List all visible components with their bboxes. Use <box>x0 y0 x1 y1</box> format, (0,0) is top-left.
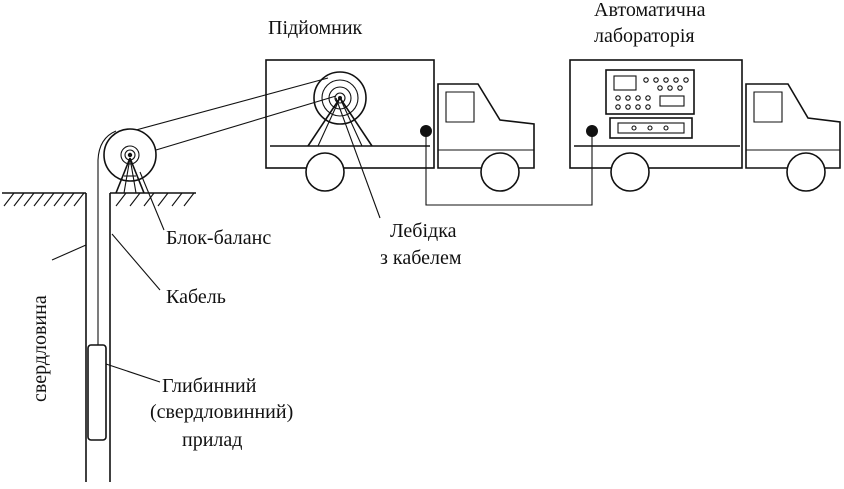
ground-surface <box>2 192 196 207</box>
label-pulley: Блок-баланс <box>166 227 271 249</box>
label-tool-line1: Глибинний <box>162 375 257 397</box>
label-well: свердловина <box>29 295 51 402</box>
label-cable: Кабель <box>166 286 226 308</box>
downhole-tool <box>87 344 107 441</box>
lab-equipment <box>605 69 695 139</box>
label-lab-line2: лабораторія <box>594 25 695 47</box>
lab-truck <box>569 59 841 192</box>
borehole <box>85 193 111 482</box>
label-tool-line3: прилад <box>182 429 242 451</box>
ground-hatching <box>3 192 195 207</box>
winch-drum <box>307 71 373 147</box>
callout-lines <box>51 97 381 383</box>
label-lift: Підйомник <box>268 17 363 39</box>
label-winch-line2: з кабелем <box>380 247 462 269</box>
lift-truck <box>265 59 535 192</box>
label-tool-line2: (свердловинний) <box>150 401 293 423</box>
data-link-cable <box>425 131 593 206</box>
label-winch-line1: Лебідка <box>390 220 457 242</box>
pulley-block <box>103 128 157 194</box>
label-lab-line1: Автоматична <box>594 0 706 21</box>
cable <box>97 77 337 345</box>
